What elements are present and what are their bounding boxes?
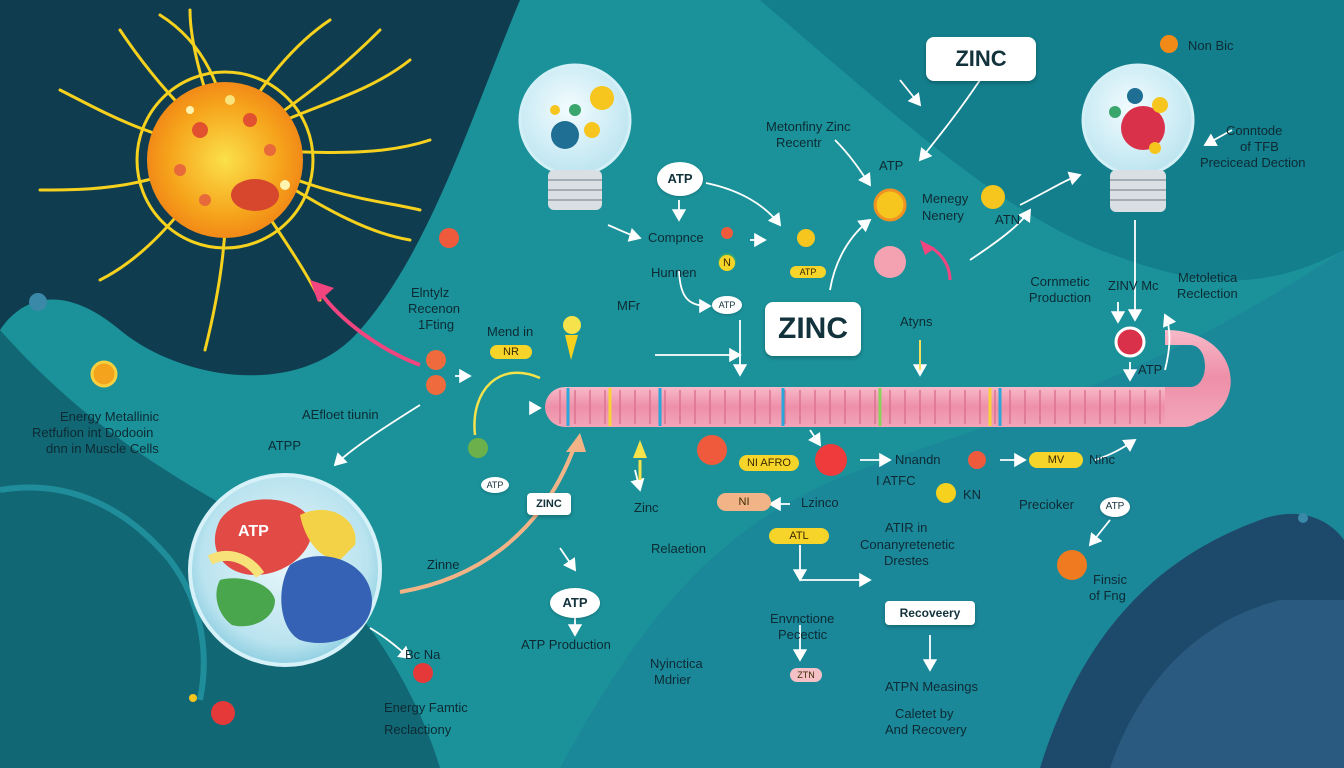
label-atpn-measings: ATPN Measings: [885, 679, 978, 694]
label-nyinctica: Nyinctica: [650, 656, 703, 671]
recovery-box: Recoveery: [885, 601, 975, 625]
zinc-label-small: ZINC: [527, 493, 571, 515]
label-energy-metallinic: Energy Metallinic: [60, 409, 159, 424]
label-ninc: Ninc: [1089, 452, 1116, 467]
label-atp-top2: ATP: [879, 158, 904, 173]
muscle-fiber-icon: [545, 330, 1231, 427]
label-hunnen: Hunnen: [651, 265, 697, 280]
label-menegy: Menegy: [922, 191, 969, 206]
nr-pill: NR: [490, 345, 532, 359]
label-kn: KN: [963, 487, 982, 502]
label-zinne: Zinne: [427, 557, 460, 572]
label-retfufion: Retfufion int Dodooin: [32, 425, 154, 440]
atp-node-small-2: ATP: [481, 477, 509, 493]
atp-node-bottom: ATP: [550, 588, 600, 618]
ni-pill: NI: [717, 493, 771, 511]
label-nenery: Nenery: [922, 208, 964, 223]
mv-pill: MV: [1029, 452, 1083, 468]
label-conntode: Conntode: [1226, 123, 1283, 138]
label-lzinco: Lzinco: [801, 495, 839, 510]
label-energy-famtic: Energy Famtic: [384, 700, 468, 715]
label-pecectic: Pecectic: [778, 627, 828, 642]
label-precicead-dection: Precicead Dection: [1200, 155, 1306, 170]
zinc-title-box-center: ZINC: [765, 302, 861, 356]
wave-top-right: [760, 0, 1344, 281]
label-i-atfc: I ATFC: [876, 473, 916, 488]
label-caletet-by: Caletet by: [895, 706, 954, 721]
label-nnandn: Nnandn: [895, 452, 941, 467]
label-mdrier: Mdrier: [654, 672, 691, 687]
label-recenon: Recenon: [408, 301, 461, 316]
zinc-title-box-top: ZINC: [926, 37, 1036, 81]
label-atp-production: ATP Production: [521, 637, 611, 652]
label-dnn-muscle: dnn in Muscle Cells: [46, 441, 159, 456]
atp-cell-label: ATP: [238, 523, 269, 540]
label-bc-na: Bc Na: [405, 647, 441, 662]
sun-icon: [38, 8, 432, 352]
label-of-fng: of Fng: [1089, 588, 1126, 603]
atp-node-small: ATP: [712, 296, 742, 314]
atp-node-right: ATP: [1100, 497, 1130, 517]
label-of-tfb: of TFB: [1240, 139, 1279, 154]
label-mend-in: Mend in: [487, 324, 534, 339]
label-finsic: Finsic: [1093, 572, 1127, 587]
label-atfloet: AEfloet tiunin: [302, 407, 379, 422]
n-marker: N: [719, 255, 735, 271]
label-envnctione: Envnctione: [770, 611, 835, 626]
label-zinv-mc: ZINV Mc: [1108, 278, 1159, 293]
label-atn: ATN: [995, 212, 1021, 227]
label-atyns: Atyns: [900, 314, 933, 329]
label-reclection: Reclection: [1177, 286, 1238, 301]
label-conanyretenetic: Conanyretenetic: [860, 537, 955, 552]
label-compnce: Compnce: [648, 230, 704, 245]
label-non-bic: Non Bic: [1188, 38, 1234, 53]
label-mfr: MFr: [617, 298, 641, 313]
label-zinc: Zinc: [634, 500, 659, 515]
ztn-pill: ZTN: [790, 668, 822, 682]
label-atp-right: ATP: [1138, 362, 1163, 377]
label-elntyl: Elntylz: [411, 285, 450, 300]
label-atir-in: ATIR in: [885, 520, 928, 535]
light-bulb-icon-left: [518, 63, 632, 210]
label-precioker: Precioker: [1019, 497, 1074, 512]
label-metoletica: Metoletica: [1178, 270, 1238, 285]
label-metonfiny-zinc: Metonfiny Zinc: [766, 119, 851, 134]
label-atpp: ATPP: [268, 438, 301, 453]
muscle-cell-icon: [188, 473, 382, 667]
atp-node-top: ATP: [657, 162, 703, 196]
atl-pill: ATL: [769, 528, 829, 544]
atp-pill-mid: ATP: [790, 266, 826, 278]
ni-afro-pill: NI AFRO: [739, 455, 799, 471]
label-reclactiony: Reclactiony: [384, 722, 452, 737]
label-drestes: Drestes: [884, 553, 929, 568]
label-and-recovery: And Recovery: [885, 722, 967, 737]
light-bulb-icon-right: [1081, 63, 1195, 212]
label-cornmetic: Cornmetic Production: [1028, 274, 1092, 305]
label-reloetion: Relaetion: [651, 541, 706, 556]
label-fting: 1Fting: [418, 317, 455, 332]
label-recentr: Recentr: [776, 135, 822, 150]
